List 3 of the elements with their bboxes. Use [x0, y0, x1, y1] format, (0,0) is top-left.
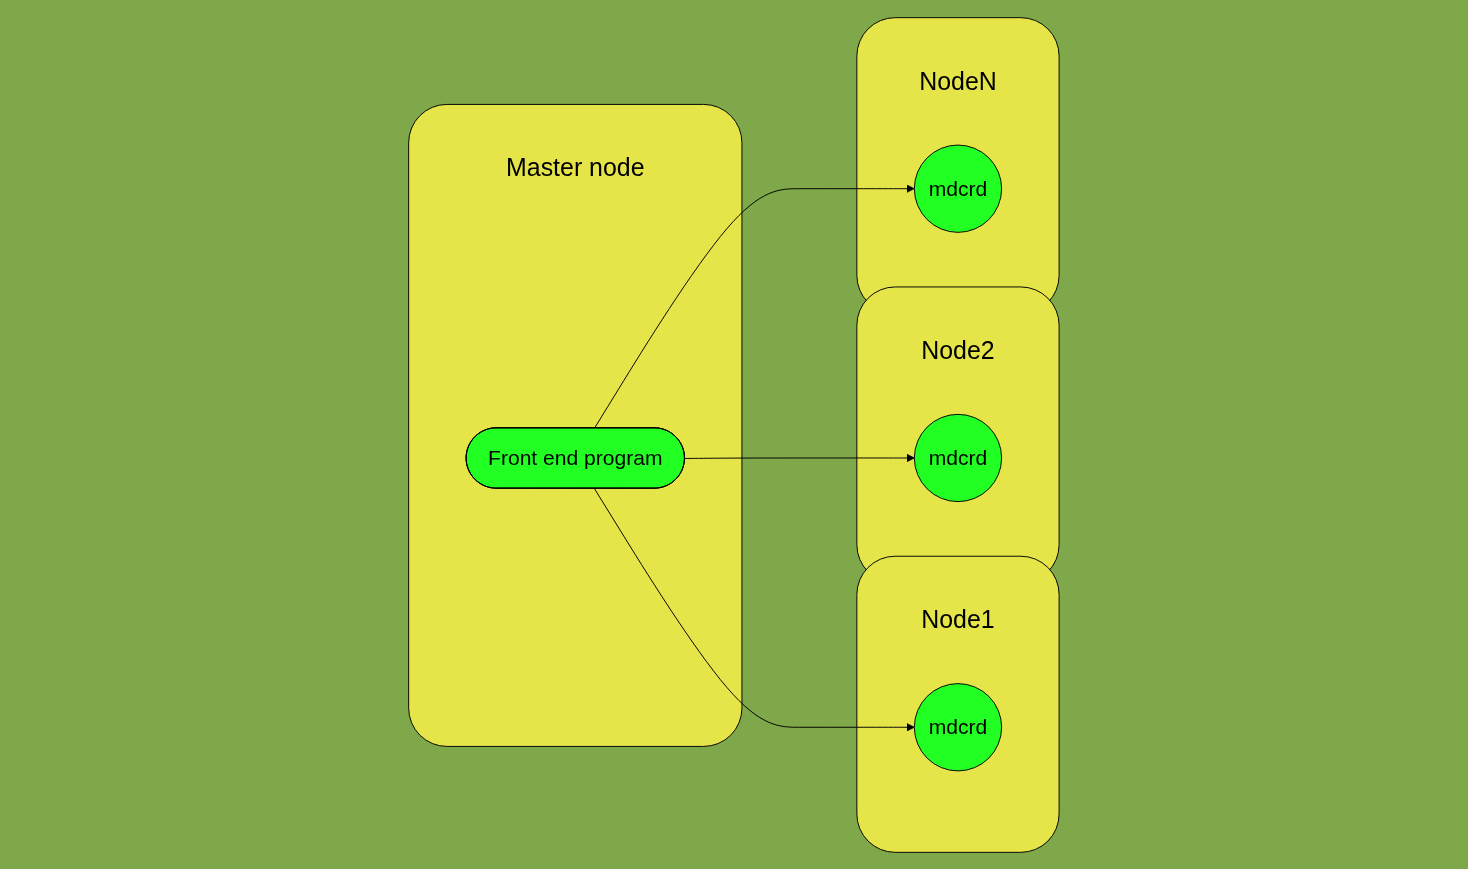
node-circle: mdcrd — [913, 413, 1003, 502]
node-circle: mdcrd — [913, 682, 1003, 771]
node-circle: mdcrd — [913, 144, 1003, 233]
